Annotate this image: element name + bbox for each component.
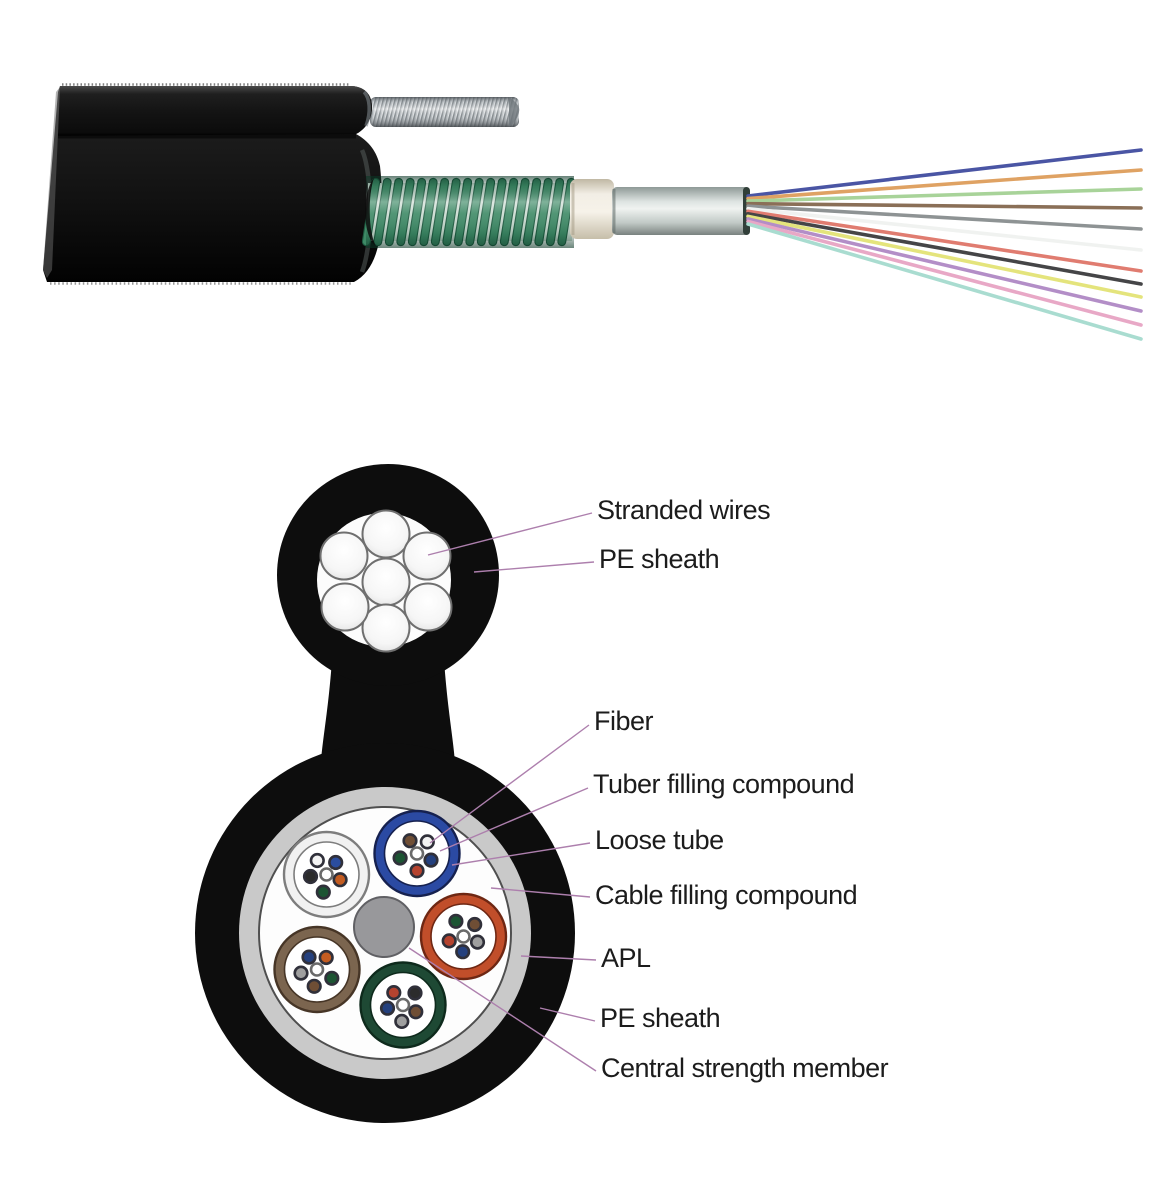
fiber-strand-aqua (746, 222, 1143, 341)
upper-cap-highlight (362, 90, 371, 127)
leader-line-fiber (429, 724, 590, 844)
leader-line-stranded-wires (427, 512, 593, 556)
brown-tube-fiber-gray (293, 965, 309, 981)
fiber-strand-yellow (746, 214, 1143, 299)
fiber-strand-slate (746, 204, 1143, 231)
orange-tube-fiber-gray (469, 934, 486, 950)
orange-tube-fiber-red (441, 933, 457, 949)
messenger-wire-shading (370, 97, 519, 127)
green-tube-fiber-red (386, 984, 402, 1001)
fiber-strand-blue (746, 148, 1143, 198)
armor-shading (366, 176, 574, 248)
label-pe-sheath-top: PE sheath (599, 544, 719, 574)
brown-tube-fiber-orange (318, 949, 334, 966)
orange-tube-fiber-navy (455, 944, 471, 960)
fiber-strand-black (746, 212, 1143, 286)
silver-tube (282, 830, 371, 919)
orange-tube-fiber-green (448, 913, 464, 929)
blue-tube-fiber-brown (402, 833, 418, 849)
label-tuber-filling-compound: Tuber filling compound (593, 769, 854, 799)
green-tube-fiber-navy (379, 1000, 396, 1016)
fiber-strand-red (746, 209, 1143, 273)
fiber-strand-green (746, 187, 1143, 203)
label-central-strength-member: Central strength member (601, 1053, 889, 1083)
armor-exit-shadow (365, 178, 376, 246)
silver-tube-fiber-white-center (319, 867, 334, 882)
leader-line-pe-sheath-top (473, 561, 595, 573)
green-tube-fiber-white-center (395, 997, 411, 1013)
brown-tube (273, 925, 361, 1014)
fiber-strand-orange (746, 168, 1143, 201)
orange-tube-fiber-brown (467, 916, 483, 933)
fiber-strand-rose (746, 219, 1143, 327)
silver-tube-fiber-orange (332, 872, 348, 888)
silver-tube-fiber-black (302, 868, 319, 885)
leader-line-tuber-filling-compound (439, 787, 589, 852)
orange-tube-fiber-white-center (456, 929, 471, 944)
brown-tube-fiber-white-center (309, 962, 325, 977)
silver-tube-fiber-white (309, 852, 325, 869)
inner-sheath-band (570, 179, 614, 239)
label-cable-filling-compound: Cable filling compound (595, 880, 857, 910)
green-tube-fiber-brown (408, 1004, 424, 1020)
corrugated-armor (361, 176, 576, 248)
label-apl: APL (601, 943, 651, 973)
leader-line-cable-filling-compound (490, 887, 591, 898)
leader-line-loose-tube (451, 842, 591, 866)
leader-line-pe-sheath-bottom (539, 1007, 596, 1022)
leader-line-central-strength-member (408, 947, 597, 1072)
figure8-neck (320, 660, 456, 768)
blue-tube-fiber-white (419, 834, 435, 850)
green-tube (359, 961, 447, 1049)
fiber-fan (746, 148, 1143, 341)
orange-tube (419, 892, 508, 981)
strand-wire-1 (361, 509, 411, 559)
brown-tube-fiber-navy (301, 949, 317, 965)
leader-line-apl (520, 955, 597, 961)
central-strength-member (353, 896, 415, 958)
strand-wire-2 (402, 531, 452, 581)
green-tube-fiber-black (407, 985, 423, 1001)
cross-section-figure8 (195, 464, 575, 1123)
strand-wire-center (361, 557, 411, 607)
silver-tube-fiber-green (315, 884, 331, 900)
strand-wire-4 (361, 603, 411, 653)
blue-tube-fiber-green (392, 850, 408, 866)
silver-tube-fiber-blue (328, 854, 344, 871)
sheath-end-highlight (43, 87, 60, 278)
label-loose-tube: Loose tube (595, 825, 724, 855)
strand-wire-5 (320, 582, 370, 632)
label-pe-sheath-bottom: PE sheath (600, 1003, 720, 1033)
label-stranded-wires: Stranded wires (597, 495, 770, 525)
stripped-cable-photo (43, 83, 1143, 341)
fiber-strand-brown (746, 201, 1143, 210)
brown-tube-fiber-brown (306, 978, 322, 994)
blue-tube-fiber-red (409, 863, 425, 879)
messenger-wire-tip (509, 97, 520, 127)
blue-tube (373, 809, 461, 898)
strand-wire-3 (403, 582, 453, 632)
brown-tube-fiber-green (324, 970, 340, 986)
strand-wire-6 (319, 531, 369, 581)
fiber-strand-violet (746, 217, 1143, 313)
green-tube-fiber-gray (394, 1013, 410, 1030)
cable-sheath-upper-lobe (58, 86, 372, 136)
fiber-strand-white (746, 206, 1143, 252)
metal-tube (612, 187, 750, 235)
label-fiber: Fiber (594, 706, 654, 736)
blue-tube-fiber-white-center (409, 846, 425, 861)
blue-tube-fiber-navy (423, 852, 439, 868)
